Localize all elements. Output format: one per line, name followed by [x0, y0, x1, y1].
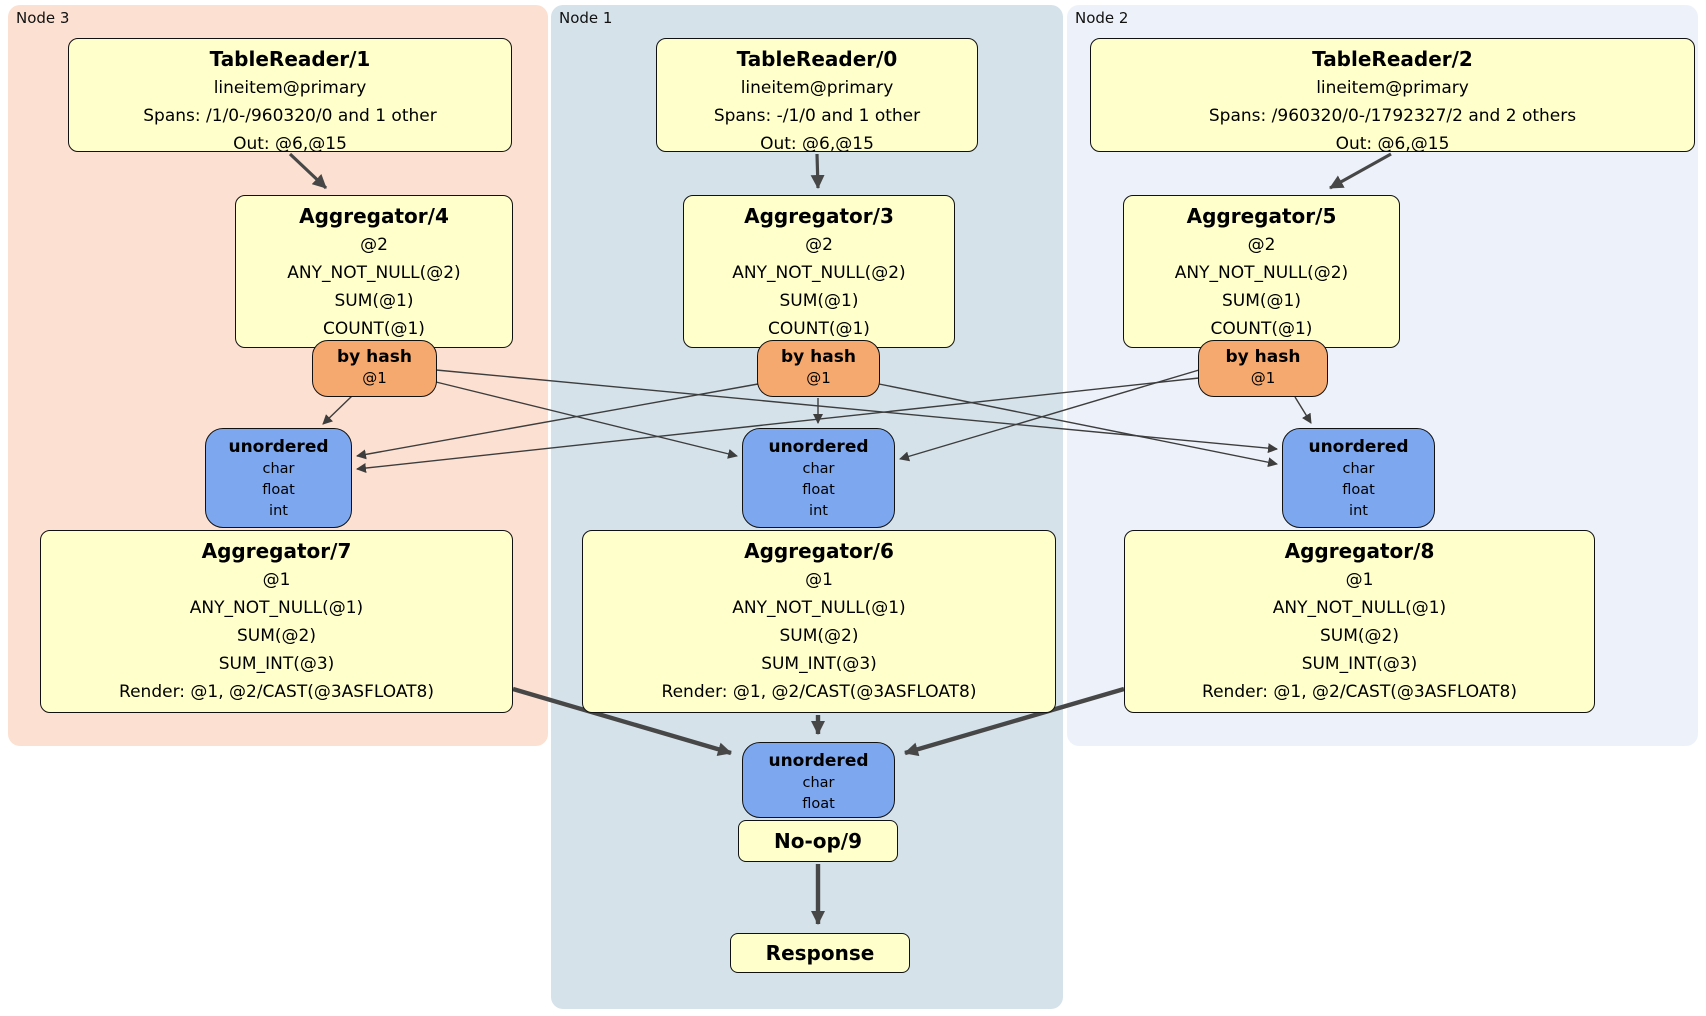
- node-line: Spans: -/1/0 and 1 other: [713, 106, 921, 126]
- sync-line: int: [809, 503, 828, 519]
- node-line: @2: [1247, 235, 1276, 255]
- node-title: TableReader/2: [1312, 47, 1473, 71]
- sync-title: unordered: [228, 437, 329, 457]
- node-line: SUM_INT(@3): [761, 654, 877, 674]
- node-line: COUNT(@1): [323, 319, 425, 339]
- sync-line: float: [802, 482, 835, 498]
- node-response: Response: [730, 933, 910, 973]
- node-line: @2: [805, 235, 833, 255]
- node-line: @2: [360, 235, 388, 255]
- sync-line: float: [802, 796, 835, 812]
- router-by-hash-5: by hash @1: [1198, 340, 1328, 397]
- node-line: ANY_NOT_NULL(@1): [732, 598, 906, 618]
- sync-line: char: [262, 461, 295, 477]
- node-line: ANY_NOT_NULL(@1): [189, 598, 364, 618]
- node-line: SUM(@2): [779, 626, 859, 646]
- node-aggregator-8: Aggregator/8 @1 ANY_NOT_NULL(@1) SUM(@2)…: [1124, 530, 1595, 713]
- sync-line: char: [802, 461, 835, 477]
- router-line: @1: [806, 369, 831, 387]
- node-line: SUM(@2): [237, 626, 316, 646]
- node-title: TableReader/0: [736, 47, 898, 71]
- node-aggregator-6: Aggregator/6 @1 ANY_NOT_NULL(@1) SUM(@2)…: [582, 530, 1056, 713]
- node-aggregator-7: Aggregator/7 @1 ANY_NOT_NULL(@1) SUM(@2)…: [40, 530, 513, 713]
- router-title: by hash: [1225, 347, 1301, 367]
- sync-unordered-6: unordered char float int: [742, 428, 895, 528]
- node-title: Aggregator/6: [744, 539, 894, 563]
- router-title: by hash: [781, 347, 856, 367]
- node-title: Aggregator/4: [299, 204, 449, 228]
- node-line: Render: @1, @2/CAST(@3ASFLOAT8): [661, 682, 977, 702]
- region-label: Node 2: [1075, 9, 1129, 27]
- node-aggregator-4: Aggregator/4 @2 ANY_NOT_NULL(@2) SUM(@1)…: [235, 195, 513, 348]
- node-tablereader-1: TableReader/1 lineitem@primary Spans: /1…: [68, 38, 512, 154]
- node-title: Response: [765, 941, 875, 965]
- sync-unordered-9: unordered char float: [742, 742, 895, 818]
- node-line: lineitem@primary: [1316, 78, 1469, 98]
- node-line: SUM(@1): [779, 291, 859, 311]
- node-aggregator-3: Aggregator/3 @2 ANY_NOT_NULL(@2) SUM(@1)…: [683, 195, 955, 348]
- node-line: SUM(@2): [1320, 626, 1399, 646]
- sync-line: char: [1342, 461, 1375, 477]
- node-line: lineitem@primary: [213, 78, 367, 98]
- sync-unordered-8: unordered char float int: [1282, 428, 1435, 528]
- node-line: Spans: /1/0-/960320/0 and 1 other: [143, 106, 437, 126]
- sync-line: int: [1349, 503, 1368, 519]
- node-line: @1: [805, 570, 833, 590]
- node-line: ANY_NOT_NULL(@2): [1174, 263, 1349, 283]
- region-label: Node 3: [16, 9, 70, 27]
- node-line: COUNT(@1): [768, 319, 870, 339]
- region-label: Node 1: [559, 9, 613, 27]
- router-line: @1: [1250, 369, 1276, 387]
- node-line: Out: @6,@15: [1335, 134, 1450, 154]
- node-line: ANY_NOT_NULL(@2): [287, 263, 461, 283]
- node-title: TableReader/1: [209, 47, 371, 71]
- sync-title: unordered: [1308, 437, 1409, 457]
- node-line: ANY_NOT_NULL(@2): [732, 263, 906, 283]
- sync-title: unordered: [768, 751, 869, 771]
- node-line: Out: @6,@15: [233, 134, 347, 154]
- sync-line: float: [1342, 482, 1375, 498]
- node-line: SUM(@1): [334, 291, 414, 311]
- node-line: SUM(@1): [1222, 291, 1301, 311]
- node-title: Aggregator/7: [201, 539, 352, 563]
- node-line: ANY_NOT_NULL(@1): [1272, 598, 1447, 618]
- sync-line: char: [802, 775, 835, 791]
- node-aggregator-5: Aggregator/5 @2 ANY_NOT_NULL(@2) SUM(@1)…: [1123, 195, 1400, 348]
- node-line: SUM_INT(@3): [1301, 654, 1418, 674]
- node-title: Aggregator/5: [1186, 204, 1337, 228]
- router-by-hash-4: by hash @1: [312, 340, 437, 397]
- sync-line: int: [269, 503, 288, 519]
- node-line: Spans: /960320/0-/1792327/2 and 2 others: [1208, 106, 1577, 126]
- router-by-hash-3: by hash @1: [757, 340, 880, 397]
- node-title: Aggregator/3: [744, 204, 894, 228]
- node-line: Out: @6,@15: [760, 134, 874, 154]
- node-tablereader-0: TableReader/0 lineitem@primary Spans: -/…: [656, 38, 978, 154]
- router-title: by hash: [337, 347, 412, 367]
- node-title: Aggregator/8: [1284, 539, 1435, 563]
- node-title: No-op/9: [773, 829, 863, 853]
- node-line: COUNT(@1): [1210, 319, 1313, 339]
- router-line: @1: [362, 369, 387, 387]
- node-line: Render: @1, @2/CAST(@3ASFLOAT8): [1202, 682, 1517, 702]
- node-line: @1: [262, 570, 291, 590]
- node-line: lineitem@primary: [740, 78, 894, 98]
- node-line: Render: @1, @2/CAST(@3ASFLOAT8): [119, 682, 434, 702]
- node-line: SUM_INT(@3): [218, 654, 335, 674]
- node-line: @1: [1345, 570, 1374, 590]
- node-no-op-9: No-op/9: [738, 820, 898, 862]
- sync-line: float: [262, 482, 295, 498]
- sync-title: unordered: [768, 437, 869, 457]
- node-tablereader-2: TableReader/2 lineitem@primary Spans: /9…: [1090, 38, 1695, 154]
- sync-unordered-7: unordered char float int: [205, 428, 352, 528]
